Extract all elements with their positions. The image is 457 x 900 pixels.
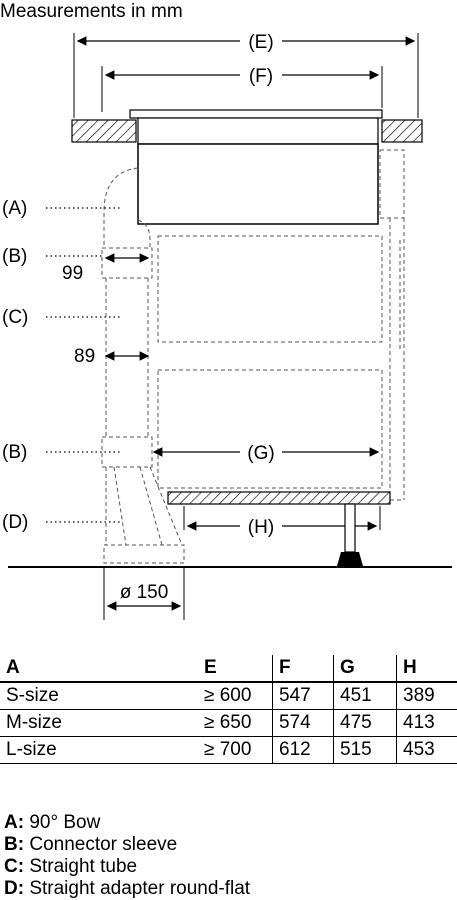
table-cell-e: ≥ 650 xyxy=(198,710,273,737)
dimension-g-label: (G) xyxy=(247,443,274,464)
legend-item: B: Connector sleeve xyxy=(4,834,250,856)
callout-b-lower: (B) xyxy=(2,442,122,463)
straight-tube xyxy=(106,278,148,437)
legend-item: A: 90° Bow xyxy=(4,812,250,834)
table-header-e: E xyxy=(198,655,273,682)
legend-item: D: Straight adapter round-flat xyxy=(4,878,250,900)
callout-b-upper-label: (B) xyxy=(2,246,27,267)
table-cell-f: 612 xyxy=(273,737,334,764)
legend-item: C: Straight tube xyxy=(4,856,250,878)
dimension-h-label: (H) xyxy=(248,517,274,538)
dimension-99: 99 xyxy=(62,258,148,284)
cooktop-glass xyxy=(130,110,382,118)
table-cell-h: 413 xyxy=(397,710,457,737)
table-cell-h: 389 xyxy=(397,682,457,710)
table-cell-e: ≥ 700 xyxy=(198,737,273,764)
table-header-f: F xyxy=(273,655,334,682)
cooktop-frame xyxy=(138,118,378,144)
legend-code: D: xyxy=(4,878,24,899)
table-cell-size: M-size xyxy=(0,710,198,737)
dimension-f-label: (F) xyxy=(249,66,273,87)
dimension-89: 89 xyxy=(74,346,148,367)
dimension-diameter-label: ø 150 xyxy=(120,582,169,603)
dimension-diameter: ø 150 xyxy=(104,566,184,620)
legend-code: B: xyxy=(4,834,24,855)
callout-b-lower-label: (B) xyxy=(2,442,27,463)
callout-c-label: (C) xyxy=(2,307,28,328)
legend-text: Straight tube xyxy=(24,856,137,877)
legend: A: 90° Bow B: Connector sleeve C: Straig… xyxy=(4,812,250,900)
table-cell-f: 574 xyxy=(273,710,334,737)
dimension-f: (F) xyxy=(102,66,382,112)
table-cell-h: 453 xyxy=(397,737,457,764)
table-cell-g: 451 xyxy=(334,682,397,710)
dimension-g: (G) xyxy=(154,443,378,464)
table-cell-size: L-size xyxy=(0,737,198,764)
callout-a-label: (A) xyxy=(2,198,27,219)
connector-sleeve-upper xyxy=(102,248,152,278)
table-header-h: H xyxy=(397,655,457,682)
callout-d: (D) xyxy=(2,512,122,533)
duct-adapter xyxy=(104,467,184,563)
table-row: S-size ≥ 600 547 451 389 xyxy=(0,682,457,710)
legend-text: Connector sleeve xyxy=(24,834,177,855)
legend-code: A: xyxy=(4,812,24,833)
callout-b-upper: (B) xyxy=(2,246,104,267)
dimension-e-label: (E) xyxy=(248,32,273,53)
table-cell-e: ≥ 600 xyxy=(198,682,273,710)
callout-c: (C) xyxy=(2,307,122,328)
size-table: A E F G H S-size ≥ 600 547 451 389 M-siz… xyxy=(0,655,457,764)
worktop-left xyxy=(72,120,136,142)
legend-text: 90° Bow xyxy=(24,812,100,833)
table-header-row: A E F G H xyxy=(0,655,457,682)
dimension-99-label: 99 xyxy=(62,263,83,284)
table-cell-g: 475 xyxy=(334,710,397,737)
drawers xyxy=(158,236,400,488)
dimension-89-label: 89 xyxy=(74,346,95,367)
worktop-right xyxy=(382,120,422,142)
cooktop-body xyxy=(138,144,378,224)
table-cell-size: S-size xyxy=(0,682,198,710)
table-cell-g: 515 xyxy=(334,737,397,764)
installation-diagram: Measurements in mm (E) (F) xyxy=(0,0,457,650)
legend-code: C: xyxy=(4,856,24,877)
plinth xyxy=(168,492,390,504)
table-header-a: A xyxy=(0,655,198,682)
legend-text: Straight adapter round-flat xyxy=(24,878,250,899)
table-row: L-size ≥ 700 612 515 453 xyxy=(0,737,457,764)
table-header-g: G xyxy=(334,655,397,682)
table-row: M-size ≥ 650 574 475 413 xyxy=(0,710,457,737)
plinth-foot xyxy=(337,504,363,566)
table-cell-f: 547 xyxy=(273,682,334,710)
callout-d-label: (D) xyxy=(2,512,28,533)
diagram-title: Measurements in mm xyxy=(0,1,183,22)
